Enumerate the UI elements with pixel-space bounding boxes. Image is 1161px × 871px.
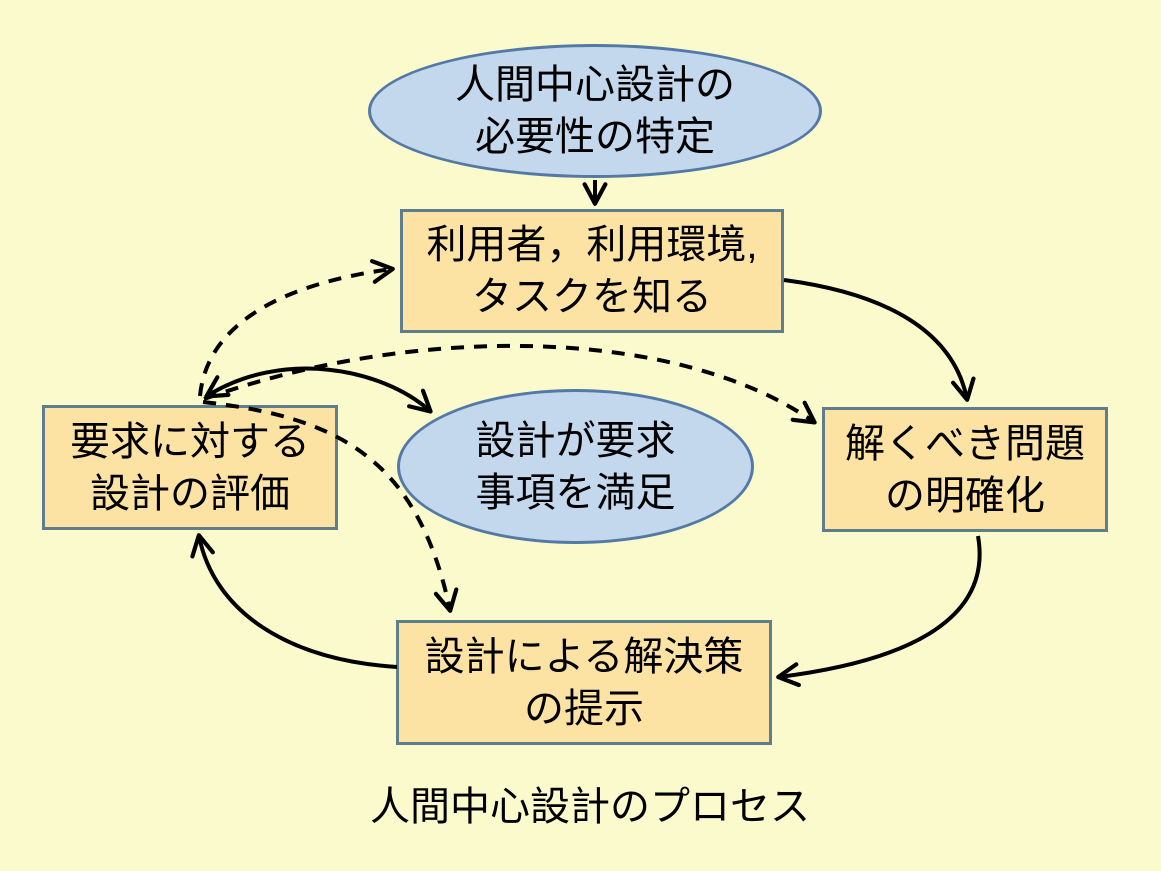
edge-solution-to-evaluation: [190, 533, 398, 669]
edge-evaluation-to-context-dashed: [198, 259, 395, 397]
node-know-users-line1: 利用者，利用環境,: [426, 223, 758, 267]
node-clarify-problem: 解くべき問題 の明確化: [822, 407, 1108, 532]
node-requirements-satisfied-line1: 設計が要求: [475, 418, 676, 463]
edge-context-to-problem: [783, 278, 976, 402]
node-evaluate-design: 要求に対する 設計の評価: [42, 405, 338, 530]
node-identify-need-line1: 人間中心設計の: [455, 63, 735, 107]
node-know-users-line2: タスクを知る: [472, 275, 712, 319]
node-clarify-problem-line1: 解くべき問題: [845, 421, 1085, 466]
node-design-solution-line1: 設計による解決策: [424, 634, 744, 679]
diagram-caption: 人間中心設計のプロセス: [370, 785, 810, 829]
node-evaluate-design-line2: 設計の評価: [90, 471, 290, 516]
node-identify-need-line2: 必要性の特定: [475, 115, 715, 159]
node-design-solution: 設計による解決策 の提示: [396, 620, 772, 745]
edge-problem-to-solution: [776, 535, 982, 688]
node-identify-need: 人間中心設計の 必要性の特定: [368, 44, 822, 178]
node-clarify-problem-line2: の明確化: [885, 473, 1045, 518]
node-evaluate-design-line1: 要求に対する: [70, 419, 310, 464]
node-know-users: 利用者，利用環境, タスクを知る: [400, 209, 784, 333]
node-design-solution-line2: の提示: [524, 686, 644, 731]
node-requirements-satisfied: 設計が要求 事項を満足: [397, 389, 754, 544]
node-requirements-satisfied-line2: 事項を満足: [475, 470, 676, 515]
